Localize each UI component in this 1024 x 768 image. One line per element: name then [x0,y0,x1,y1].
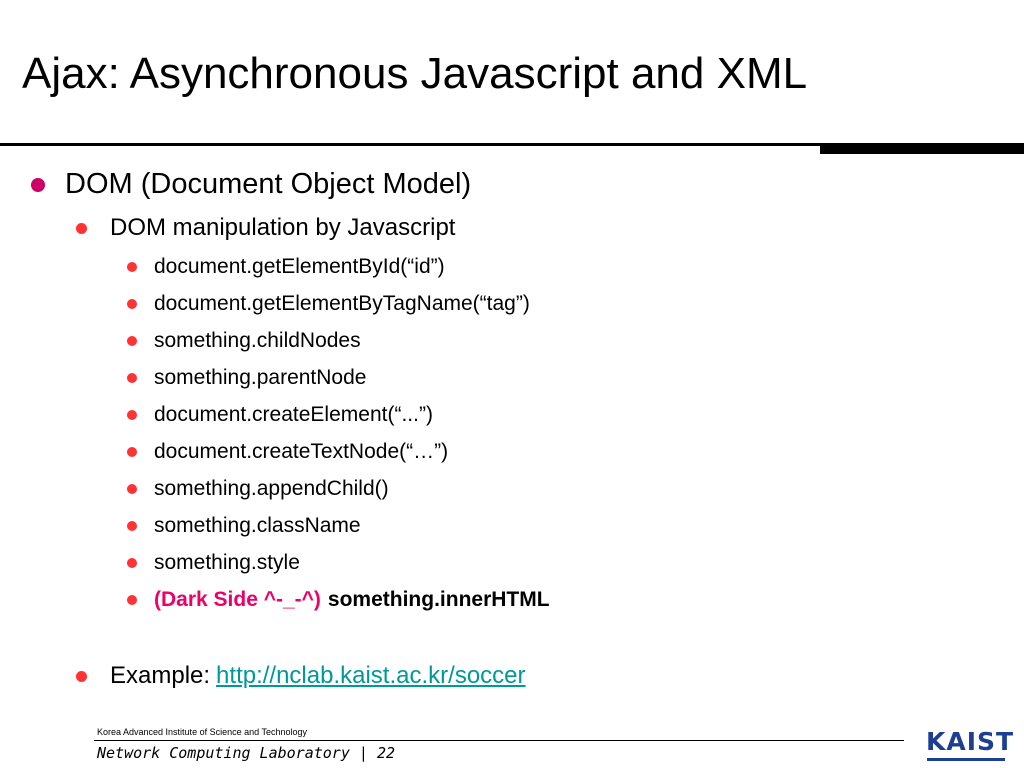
list-item-dark-side: (Dark Side ^-_-^) something.innerHTML [127,588,550,612]
list-item-text: something.className [154,514,361,537]
bullet-dot-icon [127,521,137,531]
list-item-text: document.createElement(“...”) [154,403,433,426]
list-item: something.style [127,551,300,575]
list-item-text: something.parentNode [154,366,367,389]
list-item: document.createTextNode(“…”) [127,440,448,464]
list-item: document.getElementById(“id”) [127,255,445,279]
list-item-text: document.getElementById(“id”) [154,255,445,278]
list-item: something.appendChild() [127,477,389,501]
bullet-example: Example: http://nclab.kaist.ac.kr/soccer [76,662,526,690]
kaist-logo-text: KAIST [926,727,1015,756]
dark-side-text: something.innerHTML [327,588,550,611]
kaist-logo: KAIST [926,727,1013,761]
bullet-dot-icon [127,447,137,457]
bullet-dom-manipulation: DOM manipulation by Javascript [76,214,455,242]
title-divider-thick [820,143,1024,154]
dark-side-label: (Dark Side ^-_-^) [154,588,321,611]
bullet-dot-icon [127,484,137,494]
list-item-text: something.style [154,551,300,574]
list-item: document.createElement(“...”) [127,403,433,427]
kaist-logo-bar [927,758,1005,761]
list-item-text: document.createTextNode(“…”) [154,440,449,463]
footer-lab-page: Network Computing Laboratory | 22 [97,744,396,762]
example-label: Example: [110,662,211,689]
bullet-dot-icon [127,336,137,346]
bullet-dot-icon [76,670,87,682]
list-item: document.getElementByTagName(“tag”) [127,292,530,316]
bullet-dom: DOM (Document Object Model) [31,168,471,201]
bullet-text: DOM (Document Object Model) [65,168,472,200]
bullet-dot-icon [127,558,137,568]
list-item-text: something.childNodes [154,329,361,352]
example-link[interactable]: http://nclab.kaist.ac.kr/soccer [216,662,526,689]
title-divider-thin [0,143,820,146]
list-item-text: something.appendChild() [154,477,389,500]
list-item: something.className [127,514,361,538]
bullet-text: DOM manipulation by Javascript [110,214,456,241]
bullet-dot-icon [127,595,137,605]
list-item: something.parentNode [127,366,366,390]
slide-title: Ajax: Asynchronous Javascript and XML [22,49,808,98]
bullet-dot-icon [127,373,137,383]
footer-divider [94,740,904,741]
footer-institution: Korea Advanced Institute of Science and … [97,727,307,737]
list-item: something.childNodes [127,329,361,353]
list-item-text: document.getElementByTagName(“tag”) [154,292,530,315]
bullet-dot-icon [127,262,137,272]
bullet-dot-icon [127,410,137,420]
bullet-dot-icon [31,177,45,192]
bullet-dot-icon [76,222,87,234]
bullet-dot-icon [127,299,137,309]
